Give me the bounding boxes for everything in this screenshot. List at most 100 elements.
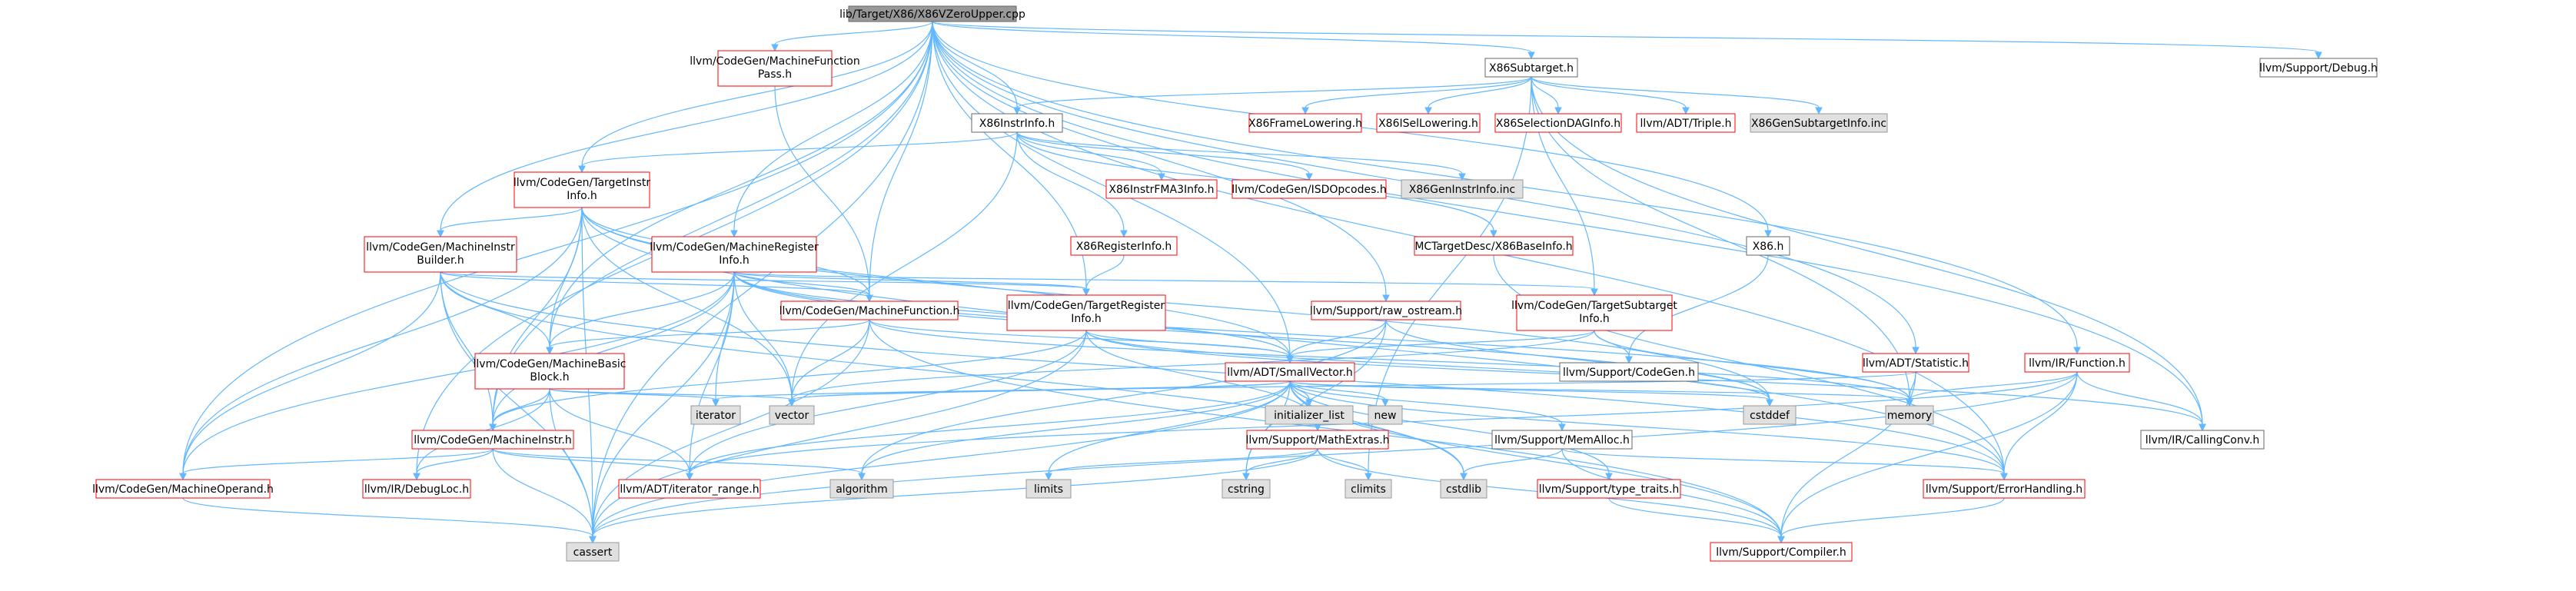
edge-line	[1085, 330, 1770, 400]
node-smallvec[interactable]: llvm/ADT/SmallVector.h	[1225, 362, 1355, 382]
edge-line	[2003, 371, 2078, 474]
edge-line	[492, 448, 863, 474]
arrowhead-icon	[788, 399, 796, 407]
node-function[interactable]: llvm/IR/Function.h	[2024, 353, 2130, 373]
arrowhead-icon	[546, 347, 553, 355]
node-label: X86Subtarget.h	[1489, 62, 1574, 75]
node-callconv[interactable]: llvm/IR/CallingConv.h	[2140, 430, 2265, 450]
node-triple[interactable]: llvm/ADT/Triple.h	[1636, 113, 1736, 133]
node-box	[411, 430, 574, 450]
arrowhead-icon	[1777, 536, 1785, 544]
edge-line	[733, 271, 1910, 400]
node-label: llvm/ADT/Triple.h	[1640, 118, 1732, 130]
node-rawos[interactable]: llvm/Support/raw_ostream.h	[1310, 300, 1462, 320]
node-mf[interactable]: llvm/CodeGen/MachineFunction.h	[779, 300, 960, 320]
edge-mbb-to-cassert	[549, 388, 597, 544]
node-mo[interactable]: llvm/CodeGen/MachineOperand.h	[92, 479, 274, 499]
node-baseinfo[interactable]: MCTargetDesc/X86BaseInfo.h	[1414, 236, 1574, 256]
node-label: X86GenSubtargetInfo.inc	[1751, 118, 1886, 130]
node-box	[1222, 479, 1271, 499]
node-label: iterator	[696, 410, 736, 422]
node-box	[651, 236, 817, 273]
edge-function-to-errhandling	[2000, 371, 2078, 481]
node-iterrange[interactable]: llvm/ADT/iterator_range.h	[618, 479, 761, 499]
arrowhead-icon	[1364, 473, 1372, 481]
node-label: llvm/Support/Debug.h	[2259, 62, 2378, 75]
node-isdop[interactable]: llvm/CodeGen/ISDOpcodes.h	[1231, 179, 1387, 199]
node-mathextras[interactable]: llvm/Support/MathExtras.h	[1245, 430, 1390, 450]
node-label: cstdlib	[1446, 483, 1481, 496]
node-label-line: llvm/CodeGen/TargetSubtarget	[1511, 300, 1677, 312]
node-box	[1368, 405, 1403, 425]
node-label: llvm/IR/Function.h	[2029, 357, 2126, 370]
node-box	[1006, 294, 1166, 331]
edge-line	[440, 271, 870, 296]
arrowhead-icon	[1381, 399, 1389, 407]
node-label: llvm/Support/Compiler.h	[1716, 546, 1846, 559]
edge-smallvec-to-new	[1289, 380, 1389, 407]
node-label: X86.h	[1753, 241, 1784, 253]
node-box	[769, 405, 815, 425]
node-mi[interactable]: llvm/CodeGen/MachineInstr.h	[411, 430, 574, 450]
arrowhead-icon	[686, 473, 693, 481]
node-initlist: initializer_list	[1265, 405, 1354, 425]
node-subtarget[interactable]: X86Subtarget.h	[1484, 58, 1578, 78]
edge-line	[182, 271, 735, 474]
node-reginfo[interactable]: X86RegisterInfo.h	[1070, 236, 1178, 256]
edge-reginfo-to-tri	[1082, 254, 1125, 297]
edge-line	[182, 207, 583, 474]
edge-line	[861, 319, 1387, 474]
node-compiler[interactable]: llvm/Support/Compiler.h	[1710, 542, 1853, 562]
arrowhead-icon	[1815, 107, 1823, 115]
edge-line	[182, 448, 494, 474]
node-statistic[interactable]: llvm/ADT/Statistic.h	[1862, 353, 1969, 373]
node-root: lib/Target/X86/X86VZeroUpper.cpp	[839, 5, 1025, 22]
edge-root-to-subtarget	[932, 21, 1535, 60]
edge-mbb-to-mi	[489, 388, 550, 432]
node-label-line: Builder.h	[417, 254, 464, 267]
edge-line	[1289, 380, 1563, 425]
node-label-line: Info.h	[1579, 313, 1610, 325]
node-vector: vector	[769, 405, 815, 425]
node-memalloc[interactable]: llvm/Support/MemAlloc.h	[1491, 430, 1633, 450]
edge-line	[689, 380, 1291, 474]
edge-root-to-mri	[730, 21, 933, 238]
edge-line	[1385, 319, 1770, 400]
node-codegen[interactable]: llvm/Support/CodeGen.h	[1559, 362, 1699, 382]
arrowhead-icon	[1527, 51, 1535, 60]
node-instrinfo[interactable]: X86InstrInfo.h	[971, 113, 1063, 133]
node-typetraits[interactable]: llvm/Support/type_traits.h	[1537, 479, 1681, 499]
edge-mib-to-mo	[179, 271, 441, 481]
node-label: initializer_list	[1274, 410, 1345, 422]
edge-line	[715, 380, 1291, 400]
node-label: lib/Target/X86/X86VZeroUpper.cpp	[839, 8, 1025, 21]
node-seldag[interactable]: X86SelectionDAGInfo.h	[1494, 113, 1622, 133]
edge-instrinfo-to-isdop	[1016, 131, 1313, 181]
edge-line	[1016, 131, 1125, 231]
edge-mi-to-iterrange	[492, 448, 693, 481]
node-box	[1376, 113, 1481, 133]
edge-mo-to-cassert	[182, 497, 597, 544]
node-debug[interactable]: llvm/Support/Debug.h	[2259, 58, 2378, 78]
node-framelow[interactable]: X86FrameLowering.h	[1248, 113, 1362, 133]
edge-subtarget-to-triple	[1531, 76, 1690, 115]
node-errhandling[interactable]: llvm/Support/ErrorHandling.h	[1923, 479, 2086, 499]
node-debugloc[interactable]: llvm/IR/DebugLoc.h	[362, 479, 471, 499]
edge-line	[1085, 330, 1291, 357]
node-x86h[interactable]: X86.h	[1746, 236, 1790, 256]
edge-tii-to-smallvec	[581, 207, 1294, 364]
node-isellow[interactable]: X86ISelLowering.h	[1376, 113, 1481, 133]
edge-function-to-callconv	[2076, 371, 2206, 432]
arrowhead-icon	[1082, 288, 1090, 297]
edge-line	[689, 271, 735, 474]
node-box	[1231, 179, 1387, 199]
node-fma3[interactable]: X86InstrFMA3Info.h	[1105, 179, 1218, 199]
edge-line	[1368, 76, 1532, 474]
